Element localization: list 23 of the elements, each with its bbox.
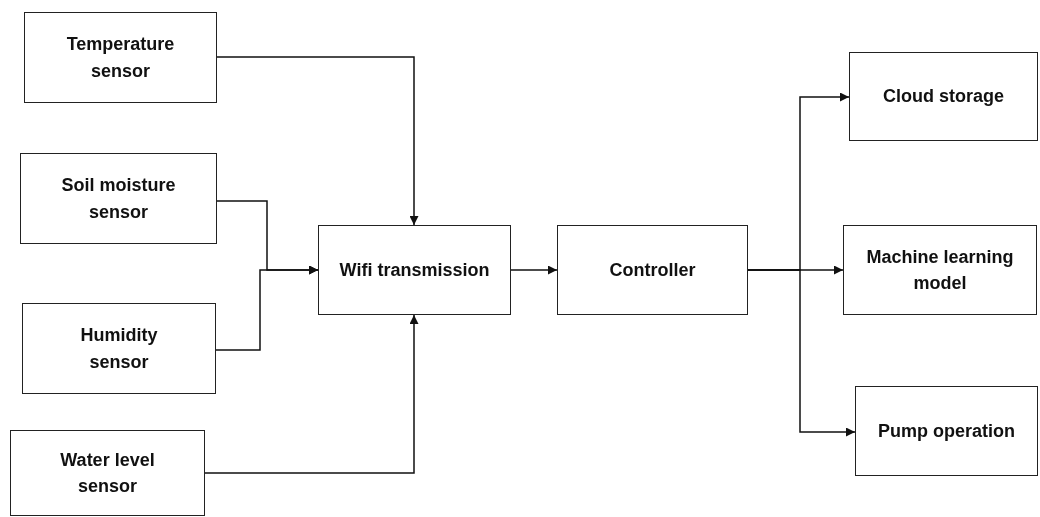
arrow xyxy=(216,56,419,226)
arrow xyxy=(510,265,558,275)
box-label: Cloud storage xyxy=(883,85,1004,109)
process-box xyxy=(855,386,1038,476)
process-box xyxy=(557,225,748,315)
box-label: Soil moisture sensor xyxy=(60,174,177,224)
process-box xyxy=(20,153,217,244)
process-box xyxy=(24,12,217,103)
process-box xyxy=(22,303,216,394)
process-box xyxy=(843,225,1037,315)
process-box xyxy=(849,52,1038,141)
process-box xyxy=(10,430,205,516)
box-label: Wifi transmission xyxy=(339,258,490,282)
box-label: Machine learning model xyxy=(865,245,1015,295)
box-label: Controller xyxy=(609,258,696,282)
box-label: Temperature sensor xyxy=(65,33,176,83)
box-label: Humidity sensor xyxy=(79,324,159,374)
box-label: Water level sensor xyxy=(59,448,156,498)
arrow xyxy=(204,314,419,474)
box-label: Pump operation xyxy=(878,419,1015,443)
process-box xyxy=(318,225,511,315)
arrow xyxy=(215,265,319,351)
arrow xyxy=(747,269,856,437)
